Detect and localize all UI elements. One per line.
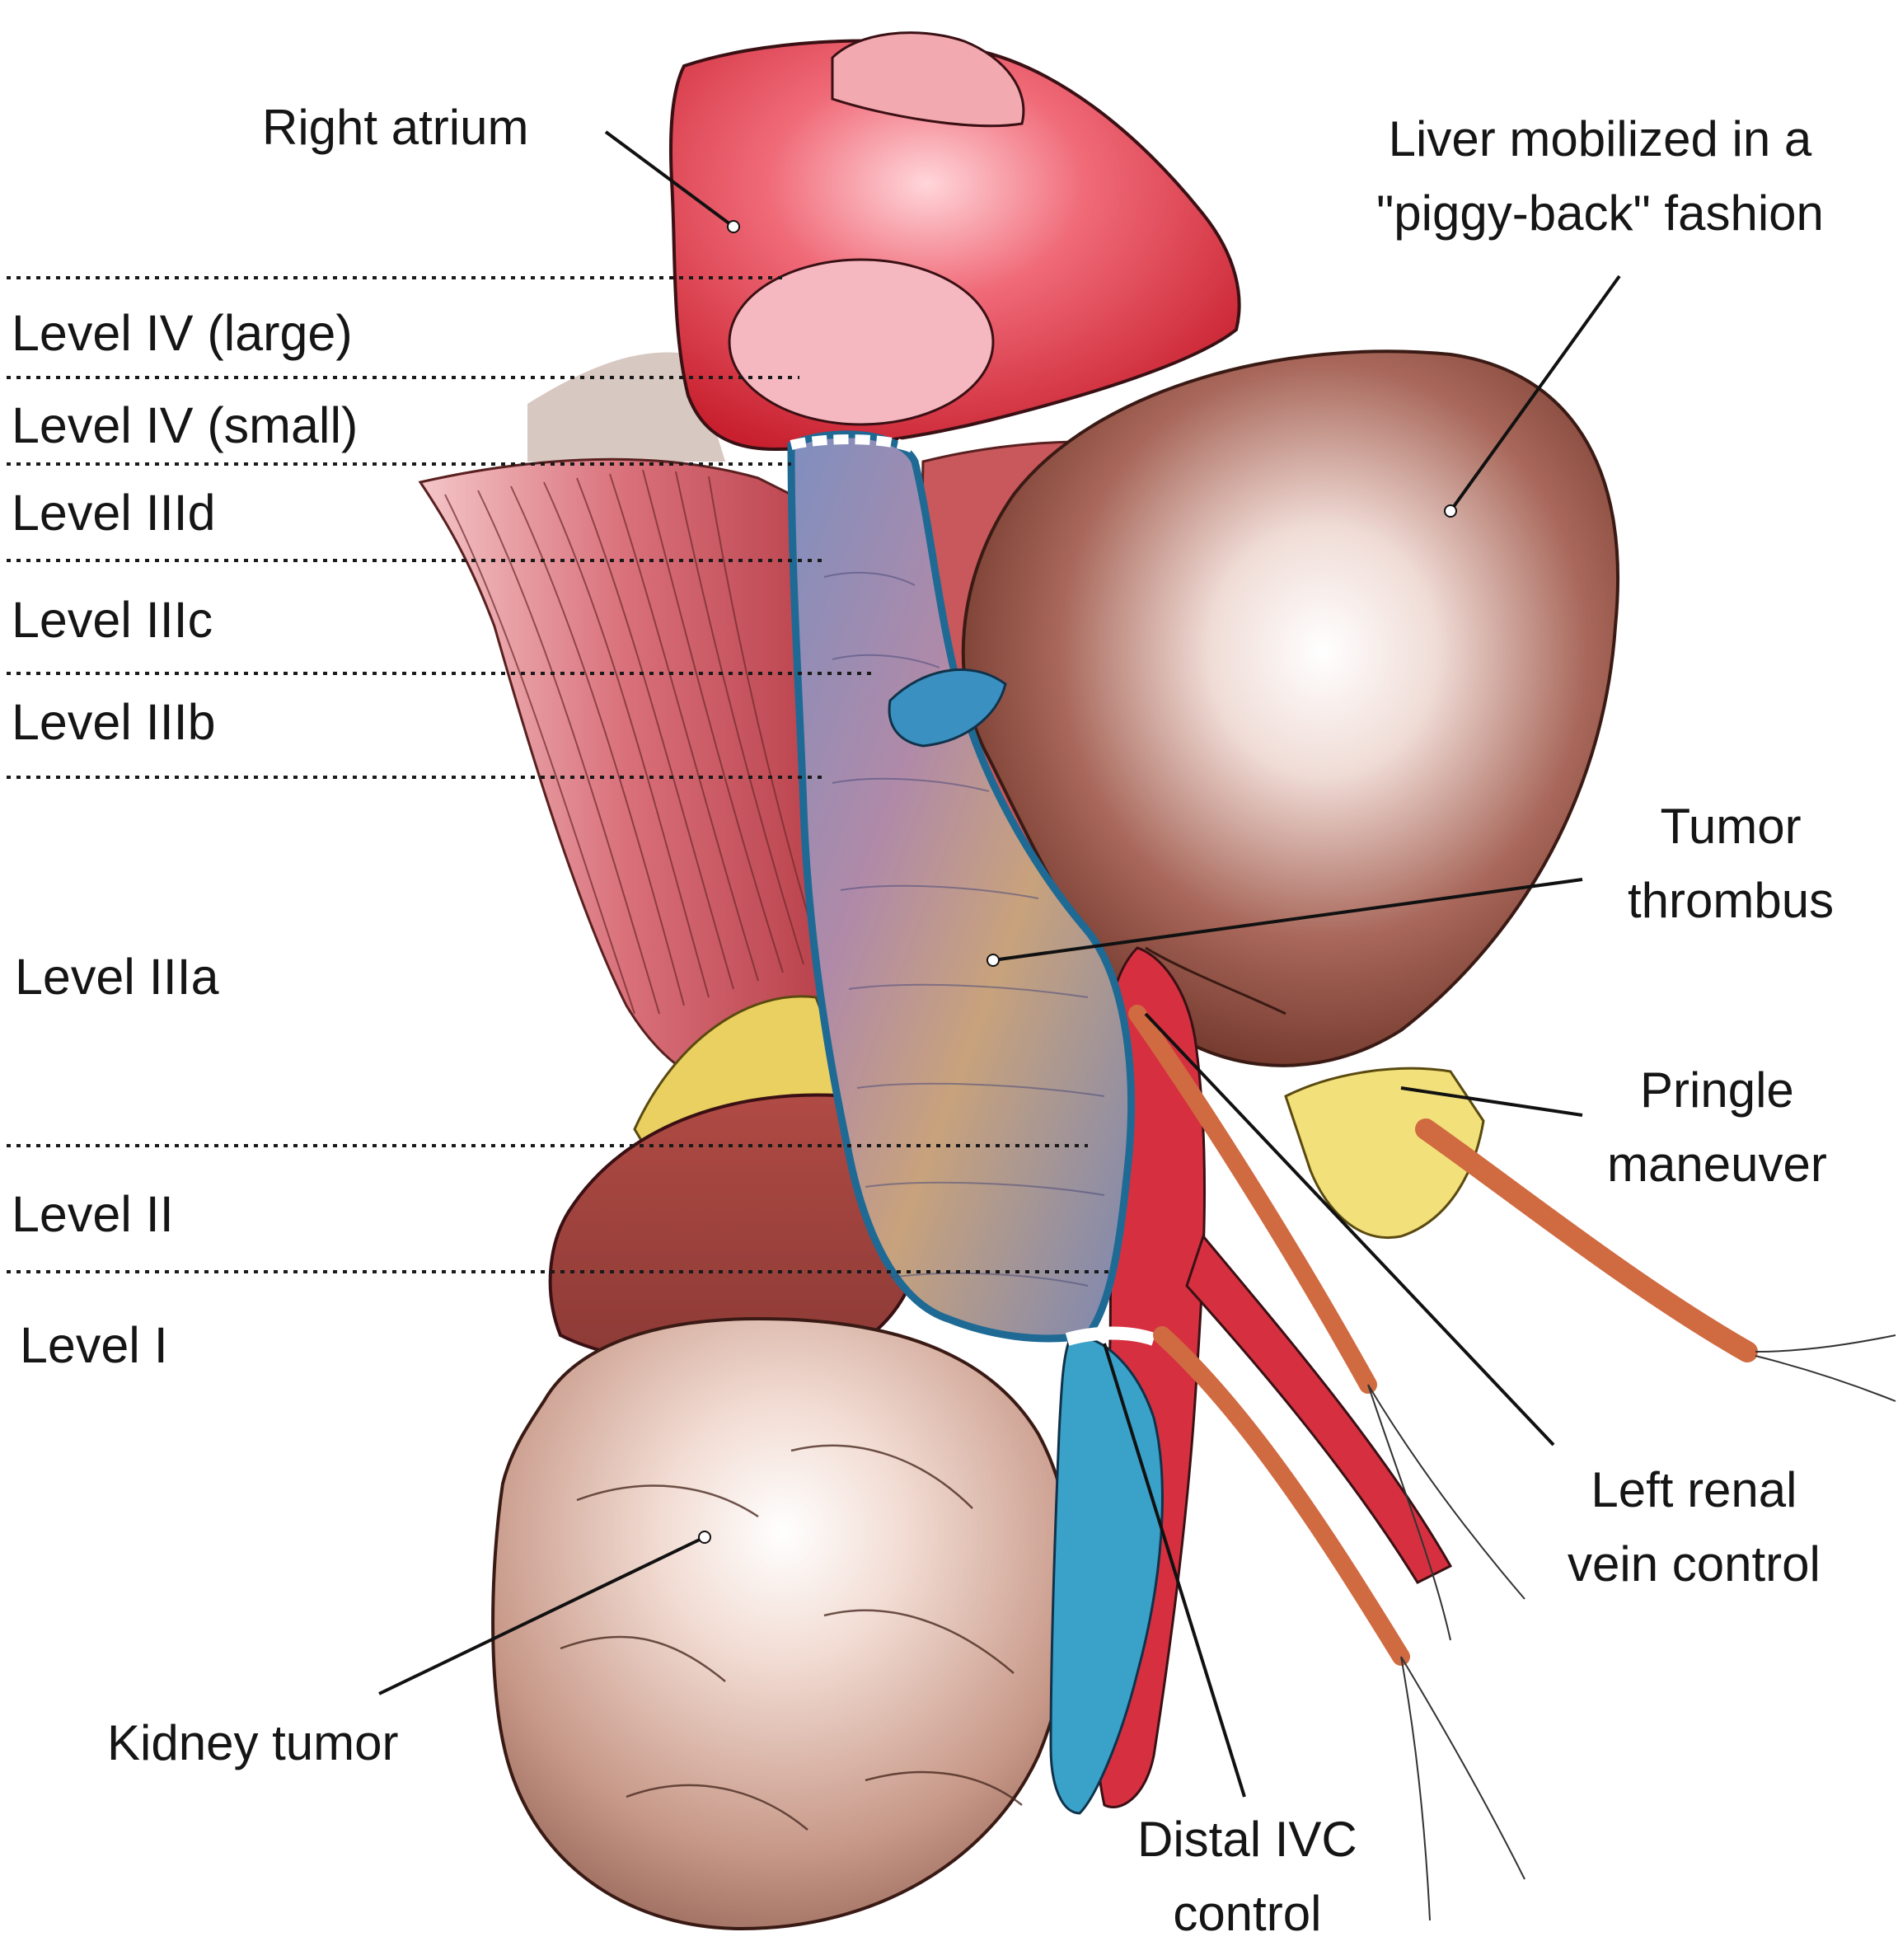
leader-right-atrium	[604, 130, 735, 228]
leader-kidney-tumor	[378, 1536, 705, 1695]
diaphragm-muscle	[418, 457, 834, 1093]
label-tumor-thrombus: Tumor thrombus	[1628, 790, 1834, 938]
label-tumor-thrombus-line-2: thrombus	[1628, 873, 1835, 928]
kidney-tumor	[491, 1316, 1075, 1931]
pringle-loop-ends	[1755, 1334, 1896, 1402]
aorta-branch	[1185, 1233, 1453, 1584]
pringle-vessel-loop	[1415, 1118, 1758, 1362]
label-tumor-thrombus-line-1: Tumor	[1660, 799, 1802, 854]
label-level-iv-large: Level IV (large)	[12, 305, 353, 361]
label-pringle-line-1: Pringle	[1640, 1062, 1794, 1118]
hepatic-vein	[888, 668, 1007, 748]
leader-lines	[378, 130, 1621, 1798]
label-left-renal-vein-control: Left renal vein control	[1568, 1453, 1821, 1601]
atrium-appendage	[831, 31, 1025, 128]
label-pringle-line-2: maneuver	[1607, 1137, 1827, 1192]
liver	[961, 349, 1620, 1067]
distal-ivc-vessel-loop	[1153, 1326, 1410, 1666]
label-left-renal-line-1: Left renal	[1591, 1462, 1797, 1517]
label-level-iiia: Level IIIa	[15, 949, 219, 1005]
ivc-upper-clamp	[790, 434, 917, 454]
label-kidney-tumor: Kidney tumor	[107, 1715, 399, 1770]
label-right-atrium: Right atrium	[262, 100, 529, 155]
label-distal-ivc-line-1: Distal IVC	[1137, 1812, 1357, 1867]
label-distal-ivc-control: Distal IVC control	[1137, 1803, 1357, 1951]
distal-ivc	[1049, 1334, 1164, 1815]
kidney-tumor-texture	[560, 1444, 1023, 1831]
label-pringle-maneuver: Pringle maneuver	[1607, 1053, 1827, 1202]
label-liver-line-2: "piggy-back" fashion	[1376, 185, 1824, 241]
level-dividers	[7, 276, 1113, 1273]
leader-tumor-thrombus	[992, 878, 1583, 962]
thrombus-striations	[823, 571, 1105, 1287]
label-liver-line-1: Liver mobilized in a	[1388, 111, 1812, 166]
label-level-iiid: Level IIId	[12, 485, 216, 541]
leader-dots	[698, 220, 1457, 1544]
leader-left-renal	[1144, 1012, 1555, 1447]
label-level-iiic: Level IIIc	[12, 592, 213, 648]
left-renal-vessel-loop	[1128, 1005, 1377, 1394]
muscle-fibers	[444, 469, 821, 1015]
atrium-orifice	[728, 258, 995, 426]
hepatic-ligament	[1284, 1067, 1485, 1239]
label-level-ii: Level II	[12, 1186, 174, 1242]
label-level-i: Level I	[20, 1317, 168, 1373]
vessel-loop-ends	[1367, 1384, 1525, 1921]
leader-pringle	[1400, 1086, 1583, 1117]
background-shadow	[527, 352, 725, 462]
liver-fissure	[1145, 946, 1286, 1015]
label-left-renal-line-2: vein control	[1568, 1536, 1821, 1592]
leader-distal-ivc	[1103, 1343, 1246, 1798]
label-level-iv-small: Level IV (small)	[12, 397, 359, 453]
distal-ivc-clamp	[1065, 1326, 1156, 1346]
leader-liver	[1449, 274, 1621, 513]
label-distal-ivc-line-2: control	[1173, 1886, 1322, 1941]
ivc-with-thrombus	[787, 430, 1136, 1343]
label-liver: Liver mobilized in a "piggy-back" fashio…	[1376, 102, 1824, 251]
label-level-iiib: Level IIIb	[12, 694, 216, 750]
